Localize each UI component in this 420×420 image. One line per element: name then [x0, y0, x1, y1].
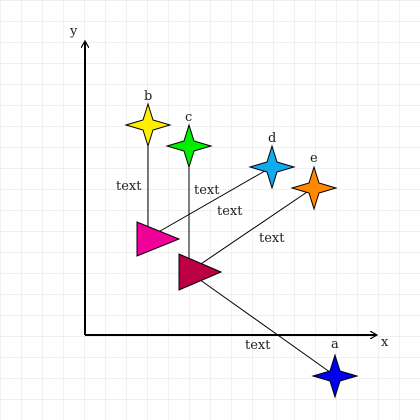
node-label-a: a — [331, 337, 339, 352]
edge-label-t1-b: text — [116, 179, 142, 194]
edge-label-t2-c: text — [194, 183, 220, 198]
edge-label-t2-e: text — [259, 231, 285, 246]
y-axis-label: y — [69, 24, 78, 39]
node-label-d: d — [268, 131, 276, 146]
star-node-d — [248, 144, 296, 190]
edge-label-t2-a: text — [245, 338, 271, 353]
x-axis-label: x — [381, 335, 389, 350]
star-node-c — [165, 123, 213, 169]
star-node-e — [290, 165, 338, 211]
node-label-b: b — [144, 89, 152, 104]
edge-label-t1-d: text — [217, 204, 243, 219]
edges-group — [147, 142, 335, 376]
edge-t2-e — [188, 187, 314, 273]
edge-t2-a — [188, 271, 335, 376]
star-node-a — [311, 353, 359, 399]
edge-t1-d — [147, 167, 271, 239]
node-label-c: c — [185, 110, 192, 125]
triangle-node-t2 — [178, 253, 223, 291]
star-node-b — [124, 102, 172, 148]
triangle-node-t1 — [136, 221, 181, 257]
node-label-e: e — [310, 151, 318, 166]
